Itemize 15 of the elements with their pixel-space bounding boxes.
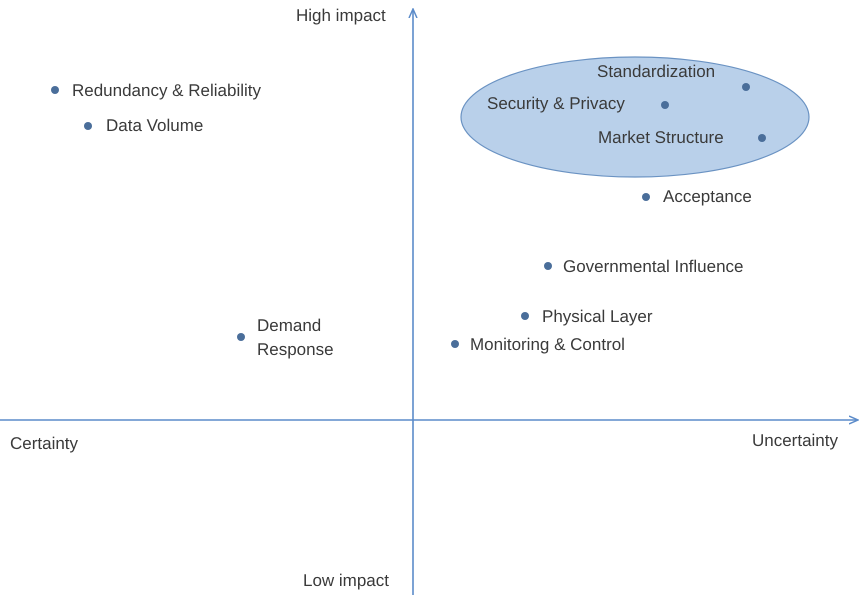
point-label: Demand Response	[257, 315, 335, 361]
point-label: Monitoring & Control	[470, 334, 625, 356]
axis-label: Low impact	[303, 570, 389, 592]
point-label: Redundancy & Reliability	[72, 80, 261, 102]
point-label: Market Structure	[598, 127, 724, 149]
point-label: Security & Privacy	[487, 93, 625, 115]
point-label: Acceptance	[663, 186, 752, 208]
point-label: Physical Layer	[542, 306, 653, 328]
axis-label: High impact	[296, 5, 386, 27]
axis-label: Uncertainty	[752, 430, 838, 452]
point-label: Governmental Influence	[563, 256, 744, 278]
point-label: Data Volume	[106, 115, 204, 137]
highlight-ellipse	[460, 56, 810, 178]
point-label: Standardization	[597, 61, 716, 83]
axis-label: Certainty	[10, 433, 78, 455]
